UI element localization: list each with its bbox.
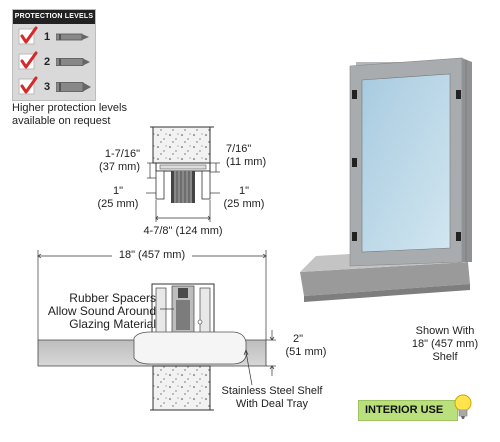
shelf-height-mm: (51 mm)	[285, 346, 327, 358]
shelf-label-line-1: Stainless Steel Shelf	[221, 385, 323, 397]
checkmark-icon	[18, 26, 38, 45]
protection-level-number: 1	[44, 31, 51, 43]
interior-use-label: INTERIOR USE	[365, 404, 444, 416]
checkmark-icon	[18, 51, 38, 70]
protection-level-number: 2	[44, 56, 51, 68]
upper-left-top-inch: 1-7/16"	[104, 148, 140, 160]
product-caption-line-2: 18" (457 mm)	[411, 338, 479, 350]
shelf-height-dimension	[266, 330, 276, 376]
protection-levels-header: PROTECTION LEVELS	[13, 10, 95, 24]
upper-right-mid-inch: 1"	[238, 185, 250, 197]
bullet-icon	[56, 33, 89, 41]
protection-level-row-2: 2	[13, 50, 95, 74]
interior-use-badge: INTERIOR USE	[358, 400, 458, 421]
spacer-label-line-3: Glazing Material	[69, 317, 156, 331]
checkmark-icon	[18, 76, 38, 95]
protection-level-row-3: 3	[13, 75, 95, 99]
bullet-icon	[56, 82, 91, 92]
upper-left-mid-inch: 1"	[112, 185, 124, 197]
protection-level-row-1: 1	[13, 25, 95, 49]
upper-right-top-inch: 7/16"	[226, 143, 252, 155]
product-caption-line-1: Shown With	[415, 325, 475, 337]
upper-right-top-mm: (11 mm)	[226, 156, 267, 168]
shelf-width-label: 18" (457 mm)	[112, 249, 192, 262]
spacer-label-line-1: Rubber Spacers	[69, 291, 156, 305]
callout-lines	[160, 308, 253, 386]
upper-left-mid-mm: (25 mm)	[97, 198, 139, 210]
upper-left-top-mm: (37 mm)	[99, 161, 140, 173]
shelf-height-inch: 2"	[292, 333, 304, 345]
protection-levels-panel: PROTECTION LEVELS 1 2 3	[12, 9, 96, 101]
stainless-shelf-section	[37, 331, 267, 367]
upper-right-mid-mm: (25 mm)	[223, 198, 265, 210]
upper-frame-section	[155, 162, 211, 203]
lower-frame-section	[151, 283, 215, 337]
protection-level-number: 3	[44, 81, 51, 93]
service-window-product	[300, 57, 472, 302]
note-line-1: Higher protection levels	[12, 102, 127, 114]
lower-wall-section	[150, 365, 214, 411]
note-line-2: available on request	[12, 115, 111, 127]
bullet-icon	[56, 58, 90, 66]
lightbulb-icon	[454, 394, 472, 419]
shelf-label-line-2: With Deal Tray	[235, 398, 309, 410]
upper-width-dimension: 4-7/8" (124 mm)	[143, 225, 223, 237]
upper-dimension-lines	[146, 162, 220, 222]
product-caption-line-3: Shelf	[432, 351, 458, 363]
upper-wall-section	[150, 126, 214, 164]
spacer-label-line-2: Allow Sound Around	[47, 304, 156, 318]
